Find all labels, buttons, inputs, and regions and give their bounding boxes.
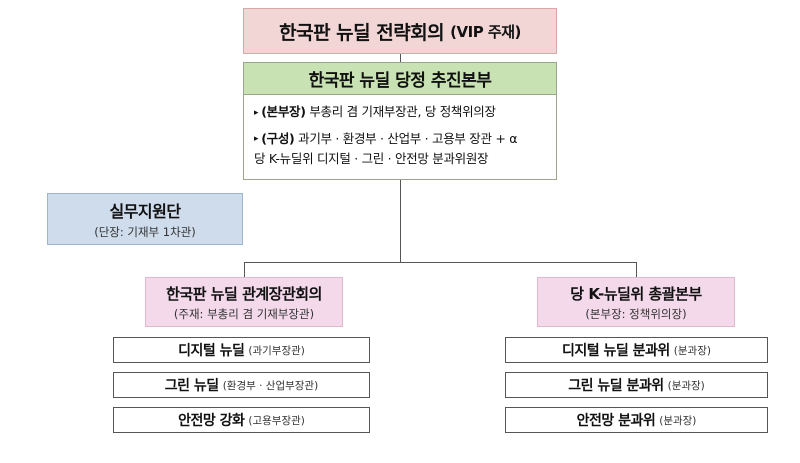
hq-row-composition: ▸(구성) 과기부 · 환경부 · 산업부 · 고용부 장관 + α 당 K-뉴… (254, 129, 548, 170)
item-title: 디지털 뉴딜 (178, 343, 245, 359)
right-item-safety: 안전망 분과위 (분과장) (505, 407, 768, 433)
ministers-meeting-box: 한국판 뉴딜 관계장관회의 (주재: 부총리 겸 기재부장관) (145, 277, 343, 327)
right-item-green: 그린 뉴딜 분과위 (분과장) (505, 372, 768, 398)
left-item-green: 그린 뉴딜 (환경부 · 산업부장관) (113, 372, 370, 398)
bullet-icon: ▸ (254, 107, 259, 118)
item-note: (분과장) (659, 414, 697, 427)
support-title: 실무지원단 (109, 202, 181, 221)
right-item-digital: 디지털 뉴딜 분과위 (분과장) (505, 337, 768, 363)
promotion-hq-box: 한국판 뉴딜 당정 추진본부 ▸(본부장) 부총리 겸 기재부장관, 당 정책위… (243, 62, 557, 180)
hq-row-text: 과기부 · 환경부 · 산업부 · 고용부 장관 + α (298, 130, 518, 146)
party-hq-box: 당 K-뉴딜위 총괄본부 (본부장: 정책위의장) (537, 277, 735, 327)
connector-right-drop (636, 262, 637, 277)
working-support-box: 실무지원단 (단장: 기재부 1차관) (47, 193, 243, 245)
party-hq-title: 당 K-뉴딜위 총괄본부 (570, 284, 702, 303)
support-subtitle: (단장: 기재부 1차관) (94, 225, 196, 239)
connector-left-drop (244, 262, 245, 277)
item-title: 그린 뉴딜 (164, 378, 219, 394)
party-hq-subtitle: (본부장: 정책위의장) (585, 306, 687, 321)
hq-row-chief: ▸(본부장) 부총리 겸 기재부장관, 당 정책위의장 (254, 102, 548, 123)
left-item-safety: 안전망 강화 (고용부장관) (113, 407, 370, 433)
promotion-hq-title: 한국판 뉴딜 당정 추진본부 (244, 63, 556, 95)
hq-row-text: 부총리 겸 기재부장관, 당 정책위의장 (309, 104, 496, 119)
item-note: (환경부 · 산업부장관) (222, 379, 319, 392)
connector-horizontal (244, 262, 637, 263)
promotion-hq-body: ▸(본부장) 부총리 겸 기재부장관, 당 정책위의장 ▸(구성) 과기부 · … (244, 95, 556, 169)
item-note: (과기부장관) (248, 344, 305, 357)
connector-hq-down (400, 180, 401, 262)
ministers-meeting-title: 한국판 뉴딜 관계장관회의 (166, 284, 322, 303)
item-title: 디지털 뉴딜 분과위 (562, 343, 670, 359)
left-item-digital: 디지털 뉴딜 (과기부장관) (113, 337, 370, 363)
item-title: 안전망 분과위 (576, 413, 656, 429)
hq-row-label: (본부장) (261, 104, 306, 119)
item-note: (분과장) (667, 379, 705, 392)
item-title: 안전망 강화 (178, 413, 245, 429)
hq-row-label: (구성) (261, 130, 295, 146)
strategy-meeting-title: 한국판 뉴딜 전략회의 (279, 21, 445, 44)
item-title: 그린 뉴딜 분과위 (568, 378, 664, 394)
strategy-meeting-box: 한국판 뉴딜 전략회의 (VIP 주재) (243, 8, 557, 54)
strategy-meeting-suffix: (VIP 주재) (450, 22, 521, 41)
bullet-icon: ▸ (254, 134, 259, 144)
item-note: (분과장) (673, 344, 711, 357)
ministers-meeting-subtitle: (주재: 부총리 겸 기재부장관) (173, 306, 315, 321)
connector-top-hq (400, 54, 401, 62)
item-note: (고용부장관) (248, 414, 305, 427)
hq-row-text-2: 당 K-뉴딜위 디지털 · 그린 · 안전망 분과위원장 (254, 151, 489, 166)
